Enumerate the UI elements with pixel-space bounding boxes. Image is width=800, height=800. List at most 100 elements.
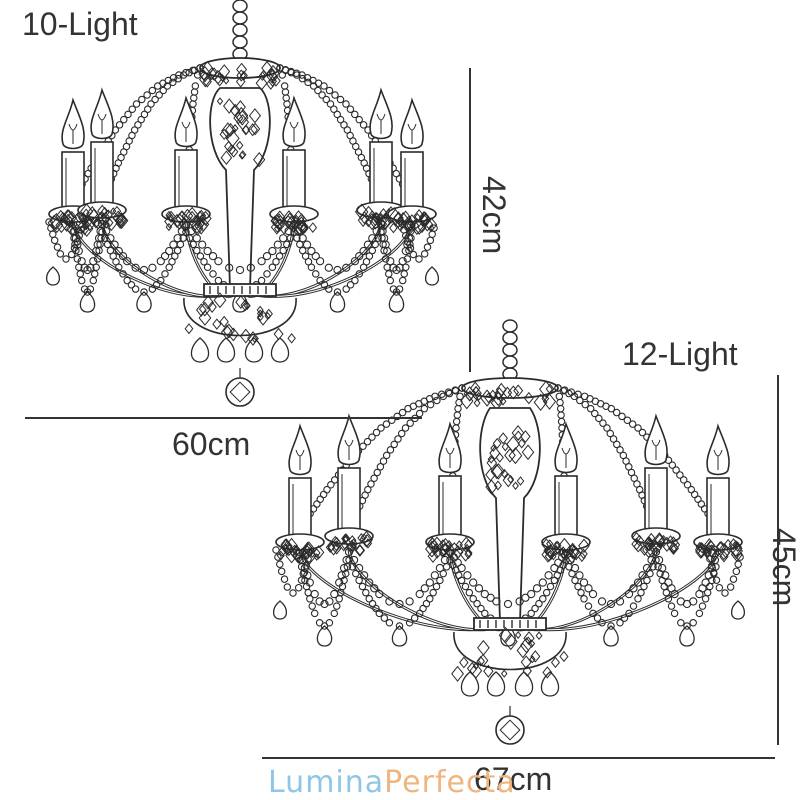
chandelier-10-light	[45, 0, 440, 407]
crystal-swag	[330, 609, 339, 618]
crystal-swag	[403, 255, 412, 263]
crystal-swag	[325, 597, 334, 606]
stem-crystals	[216, 97, 266, 168]
lower-bowl	[183, 297, 297, 337]
crown-garland	[426, 400, 435, 409]
crystal-swag	[607, 622, 615, 630]
hanging-chain	[502, 319, 518, 393]
crown-garland	[159, 86, 168, 95]
crown-garland	[190, 88, 199, 96]
crown-garland	[182, 68, 190, 77]
crystal-swag	[432, 582, 441, 591]
crystal-swag	[346, 281, 355, 289]
crystal-swag	[385, 619, 394, 627]
crystal-swag	[351, 276, 359, 285]
crystal-swag	[283, 583, 292, 591]
crown-garland	[555, 392, 564, 401]
crown-garland	[603, 424, 611, 432]
crown-garland	[373, 468, 381, 477]
crystal-swag	[729, 575, 738, 583]
crown-garland	[628, 420, 637, 428]
crystal-swag	[395, 622, 404, 630]
teardrop-crystal	[136, 291, 152, 313]
crystal-swag	[297, 563, 306, 571]
crown-crystals	[460, 380, 557, 411]
crystal-swag	[658, 576, 666, 585]
crystal-swag	[703, 588, 712, 597]
crown-garland	[394, 435, 402, 443]
crystal-swag	[473, 599, 481, 608]
crystal-swag	[304, 588, 312, 597]
crystal-swag	[350, 257, 360, 266]
crystal-swag	[428, 230, 436, 238]
crown-garland	[298, 74, 307, 83]
crystal-swag	[106, 234, 115, 243]
brand-watermark: LuminaPerfecta	[268, 768, 516, 798]
crystal-swag	[588, 589, 598, 599]
crystal-swag	[574, 582, 582, 591]
crown-garland	[595, 414, 603, 423]
crown-garland	[401, 424, 410, 432]
crystal-swag	[115, 263, 123, 272]
crown-garland	[190, 94, 198, 102]
crystal-swag	[169, 240, 178, 249]
crystal-swag	[310, 609, 319, 618]
crystal-swag	[189, 240, 197, 249]
crystal-swag	[280, 575, 289, 583]
crystal-swag	[643, 576, 651, 585]
crystal-swag	[339, 563, 349, 573]
crown-garland	[128, 105, 137, 113]
crown-garland	[638, 428, 647, 437]
crystal-swag	[654, 563, 662, 571]
teardrop-crystal	[316, 625, 333, 647]
crystal-swag	[173, 246, 182, 255]
crystal-swag	[420, 250, 429, 258]
crystal-swag	[214, 276, 223, 285]
crystal-swag	[92, 246, 101, 256]
candle-bulb	[161, 95, 212, 236]
crown-garland	[151, 95, 159, 104]
crystal-swag	[398, 276, 407, 285]
height-label-10-light: 42cm	[476, 176, 512, 255]
crown-garland	[392, 169, 401, 178]
crystal-swag	[527, 589, 536, 599]
crystal-swag	[272, 546, 280, 554]
crystal-swag	[140, 288, 148, 296]
bottom-teardrop	[244, 337, 264, 363]
crystal-swag	[156, 257, 165, 266]
crystal-swag	[461, 582, 470, 591]
candle-bulb	[631, 413, 681, 559]
bowl-crystals	[184, 292, 296, 346]
crystal-swag	[302, 240, 312, 249]
bottom-teardrop	[486, 671, 506, 697]
crystal-swag	[386, 257, 395, 266]
crown-garland	[115, 121, 124, 129]
crown-garland	[351, 110, 359, 119]
crystal-swag	[406, 244, 415, 252]
crystal-swag	[332, 602, 341, 610]
crystal-swag	[368, 234, 377, 243]
crystal-swag	[726, 583, 735, 591]
crystal-swag	[629, 584, 638, 593]
crystal-swag	[101, 234, 109, 242]
crown-garland	[453, 411, 462, 419]
crystal-swag	[257, 257, 266, 266]
teardrop-crystal	[79, 291, 96, 313]
crystal-swag	[436, 576, 444, 585]
crystal-swag	[208, 251, 218, 261]
crown-garland	[193, 71, 202, 79]
crystal-swag	[701, 595, 710, 603]
bottom-finial	[225, 368, 255, 407]
crystal-swag	[311, 251, 320, 261]
crystal-swag	[442, 563, 451, 571]
crystal-swag	[405, 597, 414, 606]
crystal-swag	[123, 257, 132, 266]
crown-garland	[368, 433, 376, 441]
crown-garland	[143, 105, 152, 113]
crown-garland	[590, 409, 599, 418]
candle-bulb	[693, 423, 743, 565]
crystal-swag	[262, 251, 272, 261]
crystal-swag	[372, 604, 380, 613]
crystal-swag	[415, 255, 423, 263]
